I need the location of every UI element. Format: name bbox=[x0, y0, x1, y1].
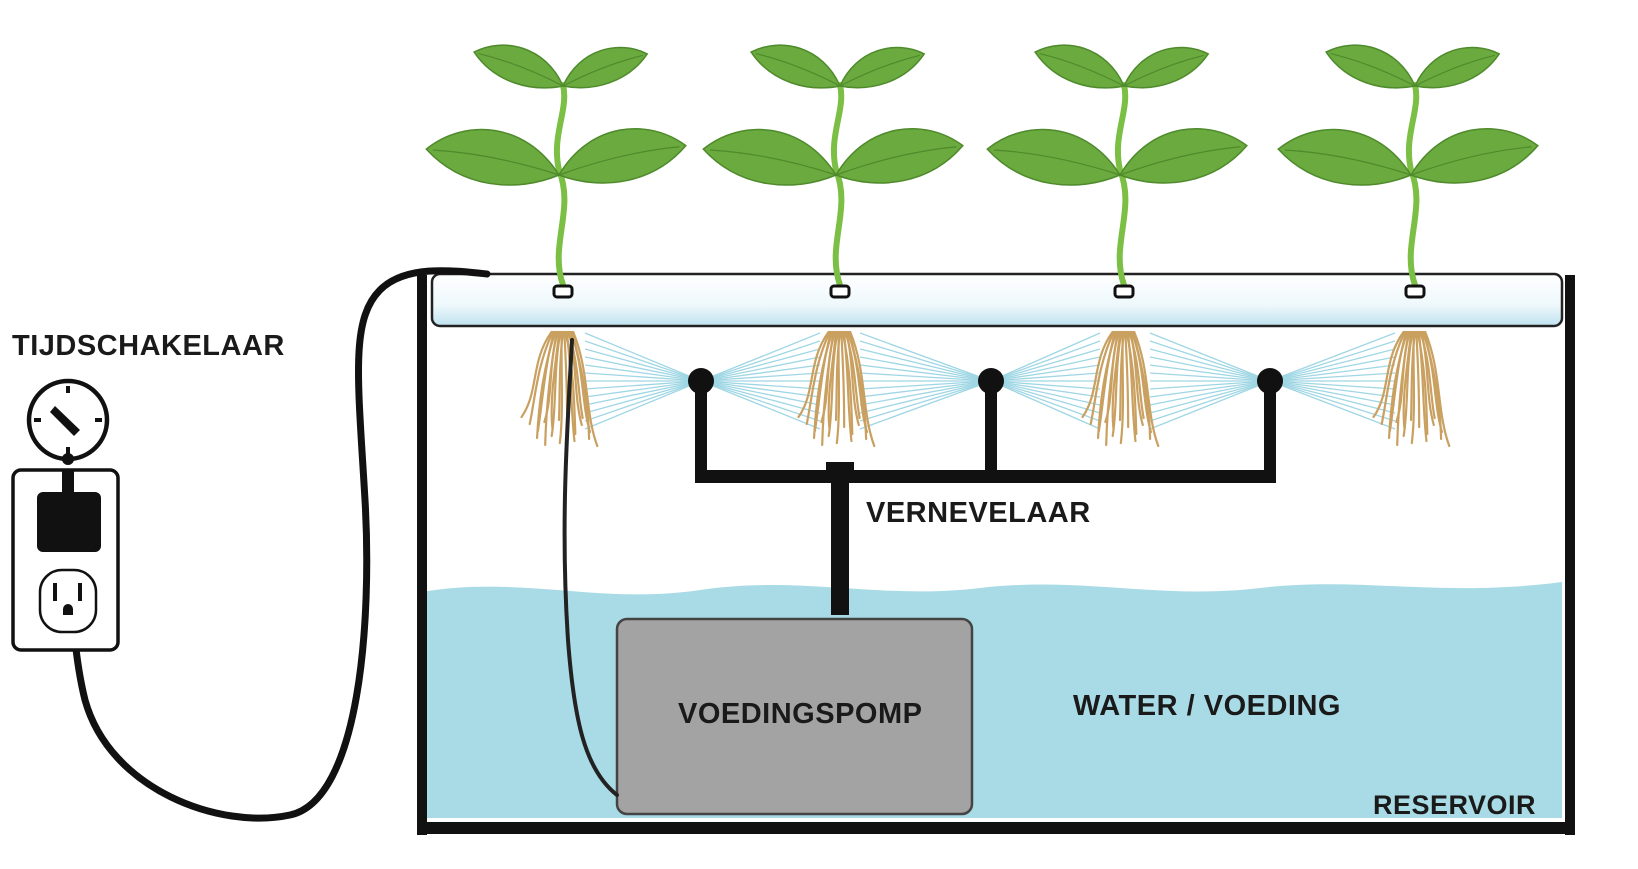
mister-nozzle-1 bbox=[688, 368, 714, 394]
root-bundle-4 bbox=[1372, 330, 1451, 448]
water-body bbox=[422, 582, 1562, 818]
reservoir-label: RESERVOIR bbox=[1373, 790, 1537, 820]
plant-1 bbox=[425, 44, 687, 299]
timer-label: TIJDSCHAKELAAR bbox=[12, 330, 285, 362]
pump-cable bbox=[562, 338, 619, 797]
plant-3 bbox=[986, 44, 1248, 299]
reservoir-tank bbox=[417, 275, 1575, 835]
timer-plug bbox=[37, 492, 101, 552]
root-bundle-3 bbox=[1081, 330, 1160, 448]
power-cable bbox=[66, 267, 491, 822]
plant-2 bbox=[702, 44, 964, 299]
water-label: WATER / VOEDING bbox=[1073, 690, 1341, 722]
root-bundle-2 bbox=[797, 330, 876, 448]
plants bbox=[425, 44, 1539, 299]
pump-label: VOEDINGSPOMP bbox=[678, 698, 923, 730]
timer-dial bbox=[26, 378, 110, 465]
mister-nozzle-2 bbox=[978, 368, 1004, 394]
roots bbox=[520, 330, 1451, 448]
plant-4 bbox=[1277, 44, 1539, 299]
grow-lid bbox=[430, 272, 1564, 328]
mister-label: VERNEVELAAR bbox=[866, 497, 1091, 529]
mister-nozzle-3 bbox=[1257, 368, 1283, 394]
nutrient-pump bbox=[615, 617, 974, 816]
mist-spray bbox=[584, 332, 1396, 430]
mister-pipes bbox=[688, 368, 1283, 615]
wall-outlet bbox=[11, 468, 120, 652]
